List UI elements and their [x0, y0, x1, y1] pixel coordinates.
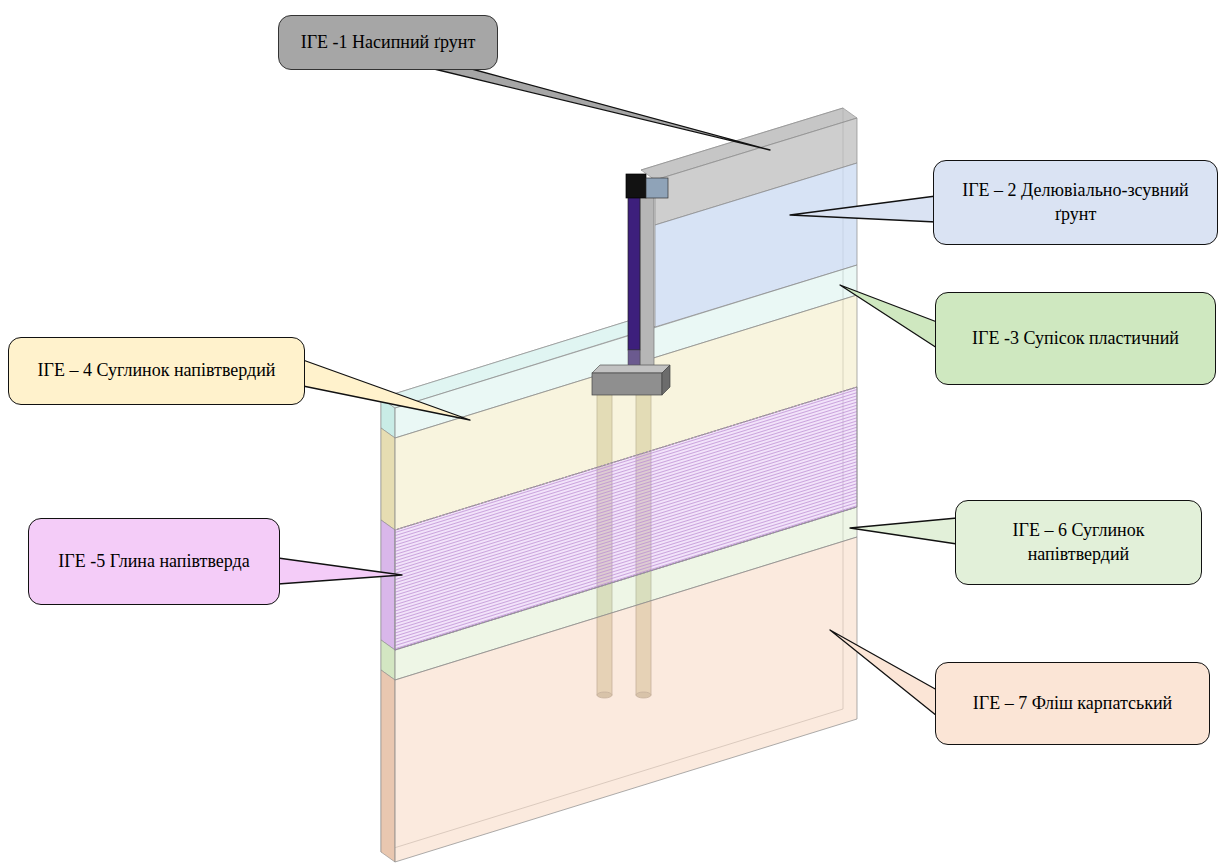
callout-box: ІГЕ -1 Насипний ґрунт	[278, 15, 498, 70]
callout-label: ІГЕ – 2 Делювіально-зсувний ґрунт	[944, 179, 1207, 226]
callout-label: ІГЕ -3 Супісок пластичний	[972, 327, 1179, 350]
slab-side	[381, 398, 395, 862]
layer-border	[395, 387, 857, 530]
callout-label: ІГЕ – 6 Суглинок напівтвердий	[966, 519, 1191, 566]
callout-box: ІГЕ – 6 Суглинок напівтвердий	[955, 500, 1202, 585]
retaining-wall	[592, 174, 670, 395]
callout-label: ІГЕ -1 Насипний ґрунт	[301, 31, 476, 54]
callout-box: ІГЕ – 4 Суглинок напівтвердий	[8, 337, 305, 405]
callout-tails	[278, 68, 957, 716]
callout-box: ІГЕ – 7 Фліш карпатський	[935, 662, 1210, 745]
soil-layers	[395, 118, 857, 862]
layer-border	[395, 507, 857, 650]
callout-label: ІГЕ -5 Глина напівтверда	[58, 550, 249, 573]
callout-box: ІГЕ -5 Глина напівтверда	[28, 518, 280, 605]
callout-box: ІГЕ -3 Супісок пластичний	[935, 292, 1216, 385]
callout-label: ІГЕ – 4 Суглинок напівтвердий	[38, 359, 276, 382]
callout-label: ІГЕ – 7 Фліш карпатський	[973, 692, 1172, 715]
callout-box: ІГЕ – 2 Делювіально-зсувний ґрунт	[933, 160, 1218, 245]
